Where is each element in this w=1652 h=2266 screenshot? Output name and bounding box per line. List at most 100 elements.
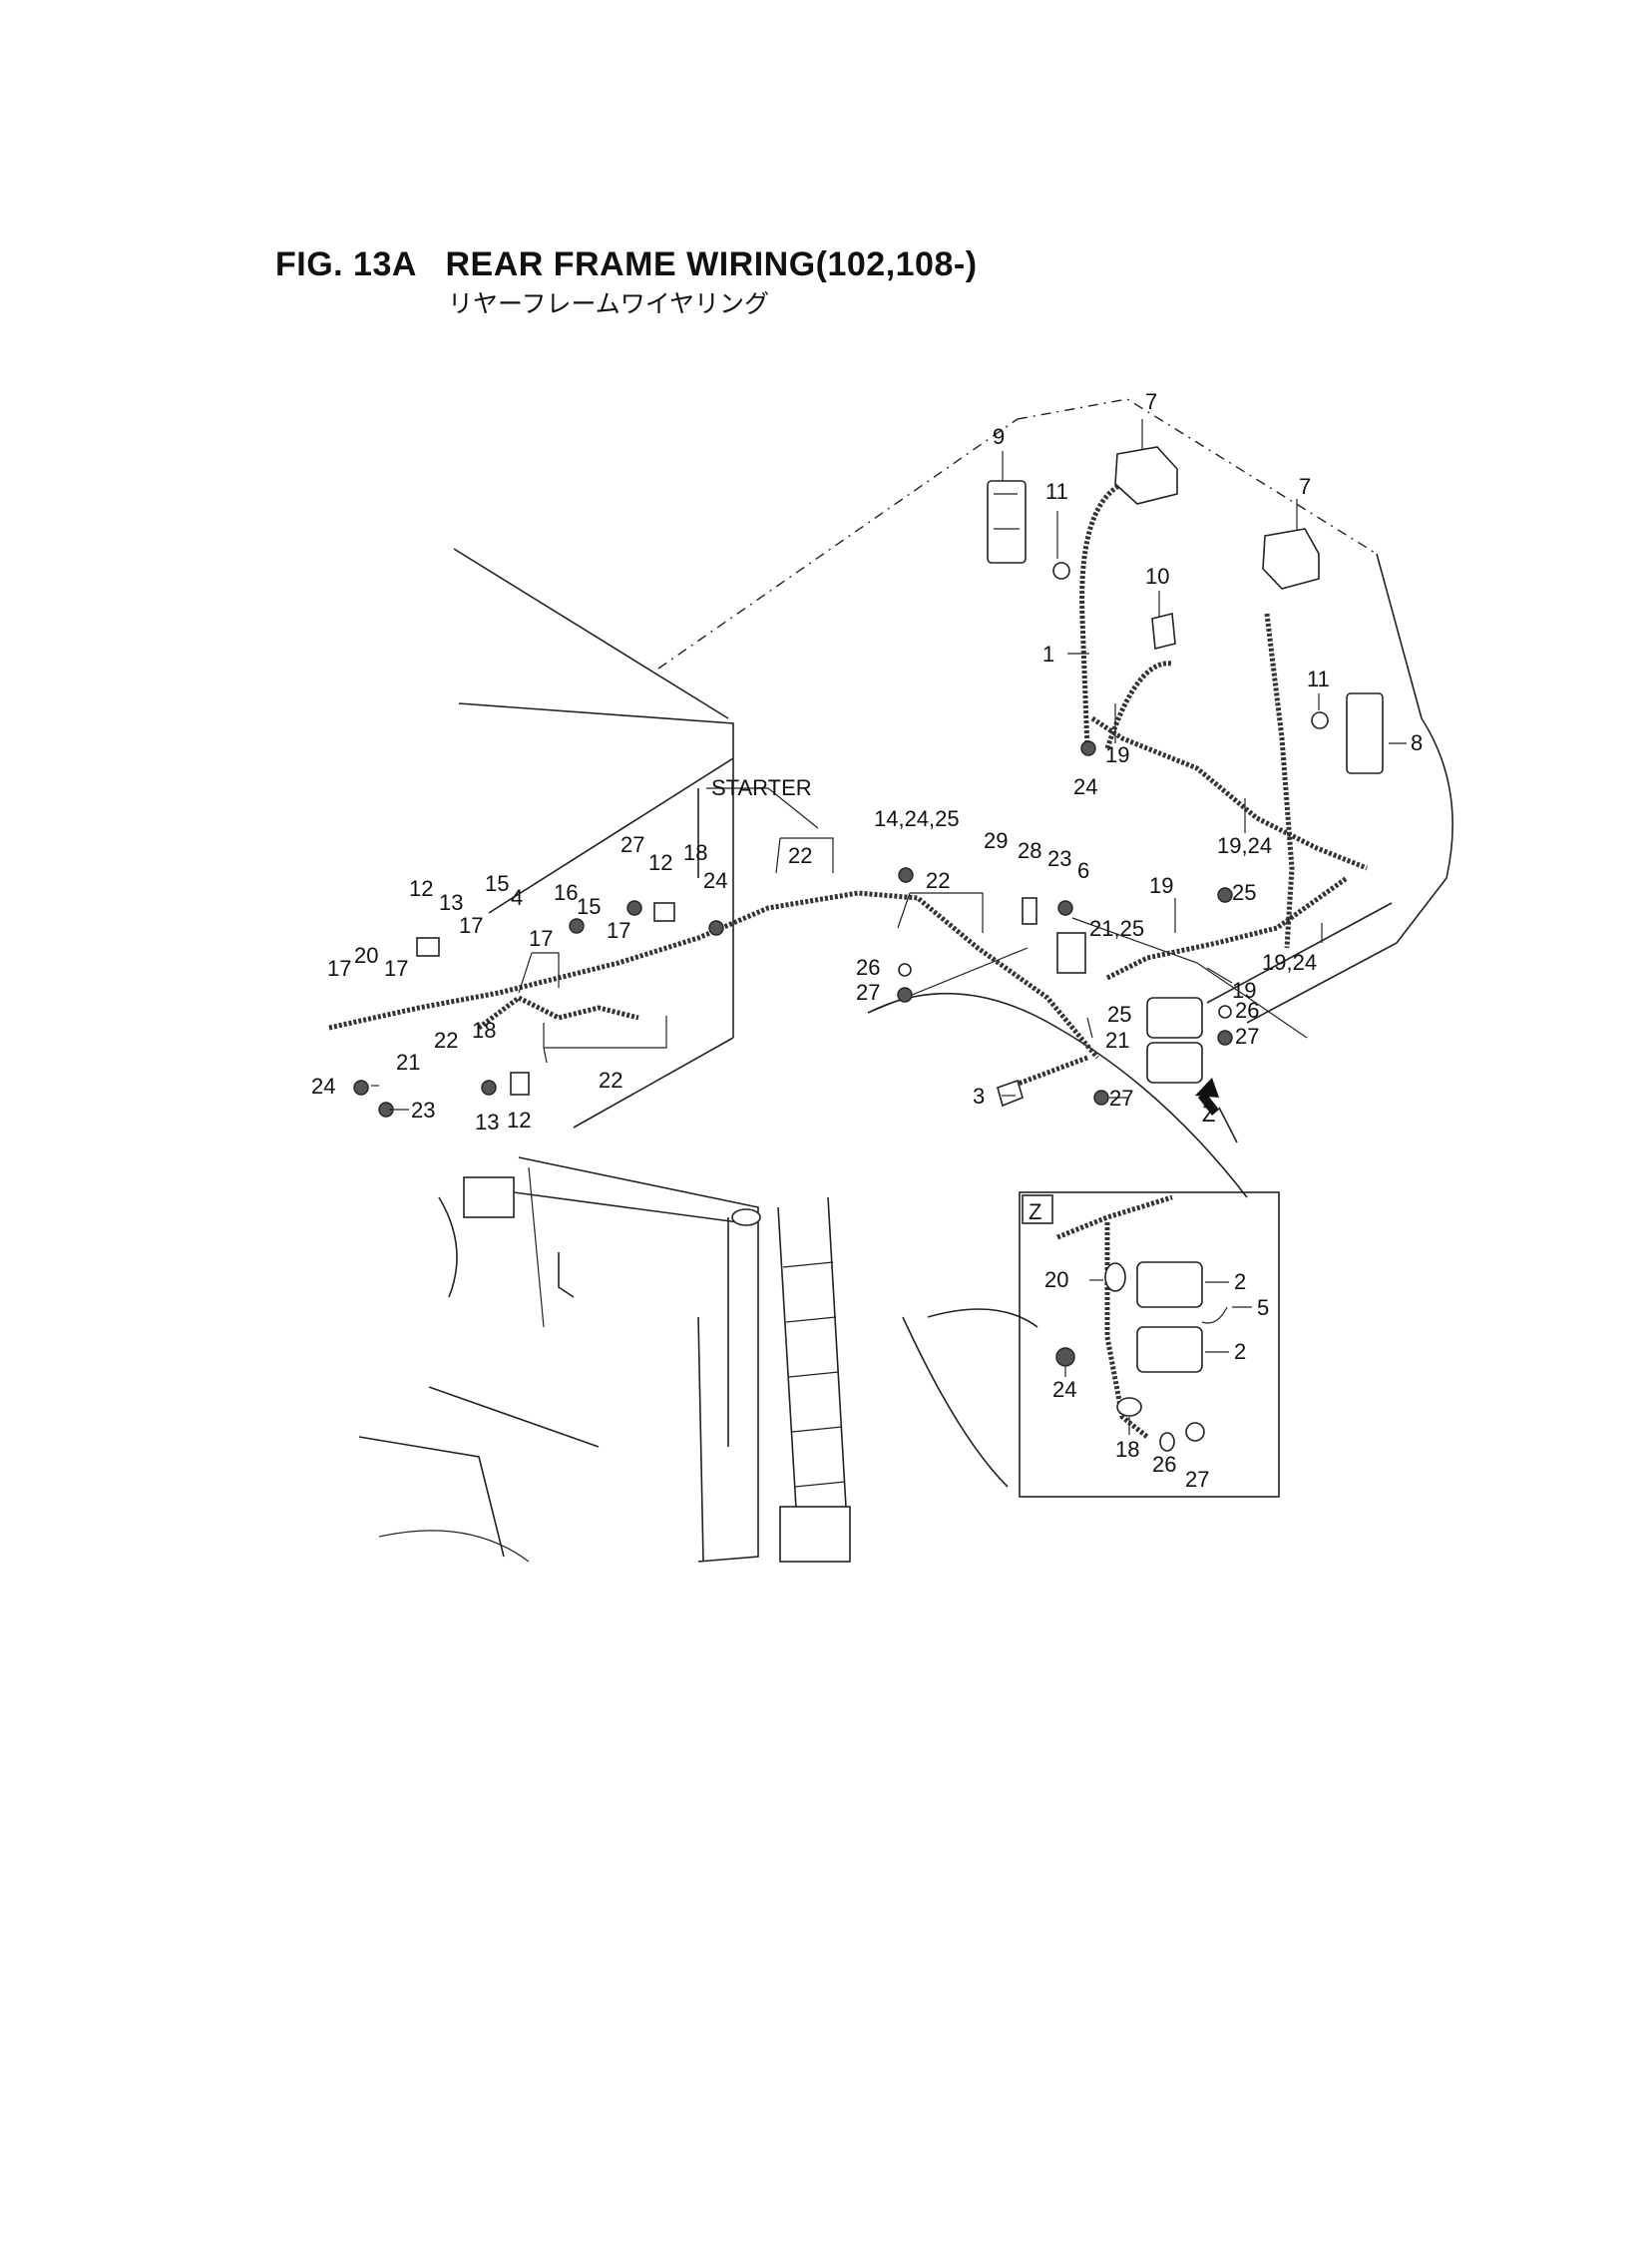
callout-29: 29 [984,828,1008,853]
detail-z-washer-26 [1159,1432,1175,1452]
callout-17: 17 [459,913,483,938]
callout-19-24: 19,24 [1262,950,1317,975]
callout-24: 24 [703,868,727,893]
detail-z-frame [1019,1191,1280,1498]
callout-21: 21 [396,1050,420,1075]
axle-arc [378,1530,530,1563]
hood-front-edge [458,702,734,1038]
detail-z-callout-24: 24 [1052,1377,1076,1402]
bolt-24-mid [708,920,724,936]
ladder-foot [779,1506,851,1563]
front-lamp-housing [463,1176,515,1218]
leader-22c [543,1023,548,1064]
fender-arc [867,993,1248,1198]
detail-z-harness-top [1056,1194,1173,1240]
callout-12: 12 [507,1108,531,1133]
callout-11: 11 [1307,667,1330,691]
view-z-leader [1218,1107,1238,1143]
nut-27 [897,987,913,1003]
detail-z-callout-18: 18 [1115,1437,1139,1462]
clamp-12-c [653,902,675,922]
callout-19: 19 [1232,978,1256,1003]
detail-z-inset: Z 20 2 5 2 24 18 26 27 [1019,1191,1280,1498]
harness-left-loop [477,995,639,1030]
hood-centerline [657,418,1019,670]
work-lamp-7-lower [1262,528,1320,590]
callout-labels: 7 9 7 11 10 1 11 8 19 24 19,24 STARTER 2… [311,389,1423,1134]
detail-z-nut-27 [1185,1422,1205,1442]
callout-7: 7 [1145,389,1157,414]
handrail [438,1196,458,1298]
callout-24: 24 [311,1074,335,1099]
callout-22: 22 [599,1068,622,1093]
callout-11: 11 [1045,479,1068,504]
work-lamp-7-upper [1114,446,1178,505]
callout-13: 13 [475,1110,499,1134]
bolt-16 [569,918,585,934]
detail-z-bolt-24 [1055,1347,1075,1367]
nut-27-right [1217,1030,1233,1046]
bolt-23-right [1057,900,1073,916]
detail-z-label-box [1022,1194,1053,1224]
detail-z-callout-27: 27 [1185,1467,1209,1492]
callout-21: 21 [1105,1028,1129,1053]
callout-26: 26 [1235,998,1259,1023]
rear-cover-centerline [1017,398,1378,555]
lamp-arm [513,1191,739,1223]
harness-branch-3 [1007,1055,1088,1091]
callout-17: 17 [529,926,553,951]
callout-22: 22 [434,1028,458,1053]
frame-side-line [488,757,734,914]
detail-z-callout-26: 26 [1152,1452,1176,1477]
components [353,446,1384,1143]
callout-6: 6 [1077,858,1089,883]
callout-18: 18 [472,1018,496,1043]
callout-27: 27 [620,832,644,857]
detail-z-relay-2-lower [1136,1326,1203,1373]
figure-subtitle: リヤーフレームワイヤリング [448,289,770,318]
callout-13: 13 [439,890,463,915]
washer-26-right [1218,1005,1232,1019]
frame-inner-line [528,1166,545,1328]
step-bracket [558,1252,575,1298]
detail-z-relay-2-upper [1136,1261,1203,1308]
harness-rear [1105,875,1349,981]
frame-rail-line [1071,917,1308,1039]
bolt-24-top [1080,740,1096,756]
callout-14-24-25: 14,24,25 [874,806,960,831]
callout-9: 9 [993,424,1005,449]
callout-12: 12 [648,850,672,875]
callout-1: 1 [1042,642,1054,667]
detail-z-callout-2: 2 [1234,1269,1246,1294]
harness-to-lamp-9 [1079,476,1138,749]
harness-to-lamp-7 [1264,613,1295,949]
callout-starter: STARTER [711,775,812,800]
lower-frame-bar [428,1386,600,1448]
rear-combination-lamp-9 [987,480,1027,564]
callout-19: 19 [1149,873,1173,898]
callout-23: 23 [1047,846,1071,871]
callout-26: 26 [856,955,880,980]
rear-cover-outline [1246,553,1453,1024]
callout-23: 23 [411,1098,435,1123]
detail-z-callout-20: 20 [1044,1267,1068,1292]
detail-z-label: Z [1029,1199,1041,1224]
leader-19c [1206,967,1233,984]
callout-20: 20 [354,943,378,968]
callout-24: 24 [1073,774,1097,799]
callout-19-24: 19,24 [1217,833,1272,858]
ladder-rails [777,1196,849,1543]
rear-combination-lamp-8 [1346,692,1384,774]
bolt-14 [898,867,914,883]
lamp-9-detail [994,493,1020,530]
callout-15: 15 [485,871,509,896]
grommet-11-right [1311,711,1329,729]
detail-z-clamp-18 [1116,1397,1142,1417]
figure-title: FIG. 13A REAR FRAME WIRING(102,108-) [275,245,978,283]
callout-16: 16 [554,880,578,905]
leader-starter [706,787,819,829]
callout-18: 18 [683,840,707,865]
detail-z-clamp-20 [1104,1262,1126,1292]
harness-to-lamp-8 [1090,715,1368,871]
